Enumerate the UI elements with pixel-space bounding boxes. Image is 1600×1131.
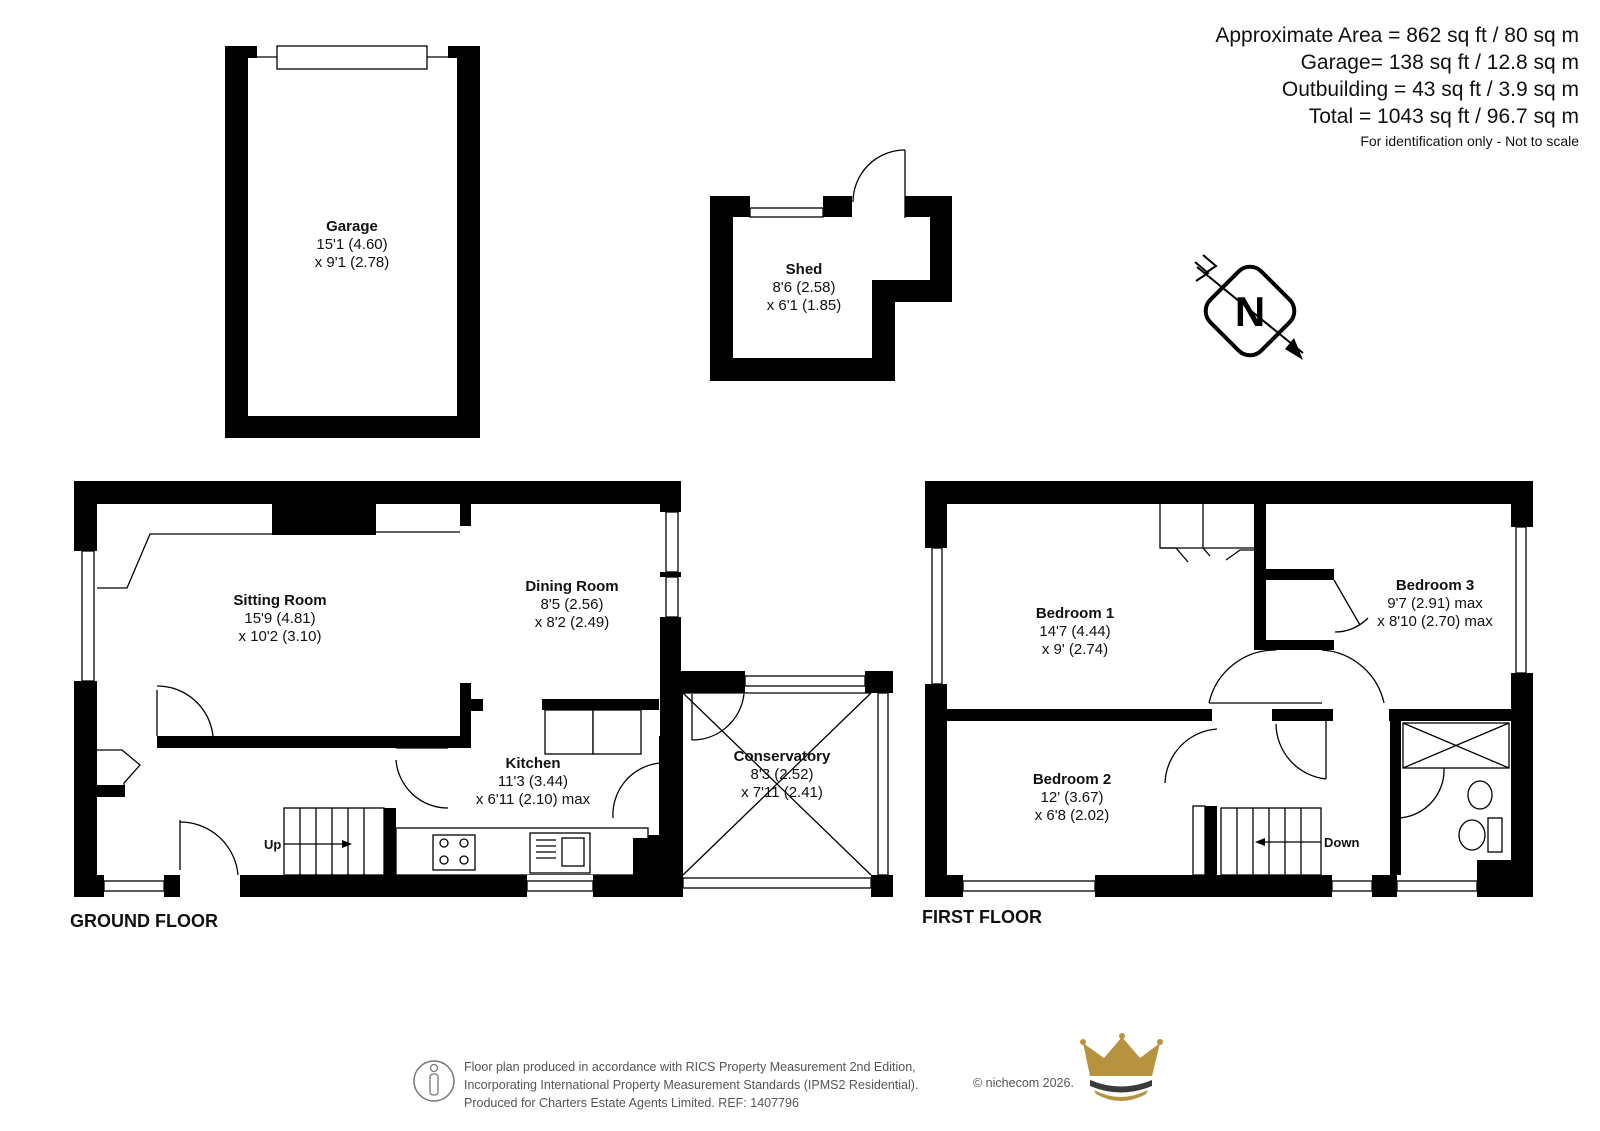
footer-line-1: Floor plan produced in accordance with R…: [464, 1060, 916, 1074]
room-label-kitchen: Kitchen 11'3 (3.44) x 6'11 (2.10) max: [476, 755, 591, 808]
crown-logo-icon: [1080, 1033, 1163, 1101]
room-label-conservatory: Conservatory 8'3 (2.52) x 7'11 (2.41): [734, 748, 831, 801]
bedroom-3-dim2: x 8'10 (2.70) max: [1377, 613, 1493, 630]
bedroom-2-dim1: 12' (3.67): [1041, 789, 1104, 806]
compass-letter: N: [1235, 288, 1265, 335]
bedroom-3-area: [1266, 504, 1511, 709]
bedroom-2-area: [947, 721, 1217, 875]
sitting-room-dim1: 15'9 (4.81): [244, 610, 315, 627]
stairs-up-label: Up: [264, 837, 281, 852]
ground-floor-label: GROUND FLOOR: [70, 911, 218, 931]
shed-dim1: 8'6 (2.58): [773, 279, 836, 296]
ground-stairs: [283, 807, 396, 876]
area-summary: Approximate Area = 862 sq ft / 80 sq m G…: [1215, 22, 1579, 152]
conservatory-dim2: x 7'11 (2.41): [741, 784, 823, 801]
ground-floor-plan: [74, 481, 893, 897]
shed-name: Shed: [786, 261, 823, 278]
footer-text: Floor plan produced in accordance with R…: [464, 1058, 918, 1112]
approximate-area: Approximate Area = 862 sq ft / 80 sq m: [1215, 24, 1579, 47]
first-floor-label: FIRST FLOOR: [922, 907, 1042, 927]
footer-line-2: Incorporating International Property Mea…: [464, 1078, 919, 1092]
person-measure-icon: [413, 1060, 455, 1102]
footer-line-3: Produced for Charters Estate Agents Limi…: [464, 1096, 799, 1110]
north-compass-icon: N: [1194, 254, 1304, 360]
sitting-room-name: Sitting Room: [233, 592, 326, 609]
bedroom-3-name: Bedroom 3: [1396, 577, 1474, 594]
garage-dim1: 15'1 (4.60): [316, 236, 387, 253]
hall: [97, 736, 396, 875]
first-floor-plan: [925, 481, 1533, 897]
garage-dim2: x 9'1 (2.78): [315, 254, 390, 271]
landing-area: [1217, 721, 1390, 875]
shed: [710, 149, 952, 381]
dining-room-dim2: x 8'2 (2.49): [535, 614, 610, 631]
total-area: Total = 1043 sq ft / 96.7 sq m: [1308, 105, 1579, 128]
room-label-bedroom-2: Bedroom 2 12' (3.67) x 6'8 (2.02): [1033, 771, 1111, 824]
kitchen-dim2: x 6'11 (2.10) max: [476, 791, 591, 808]
garage-area: Garage= 138 sq ft / 12.8 sq m: [1300, 51, 1579, 74]
room-label-sitting-room: Sitting Room 15'9 (4.81) x 10'2 (3.10): [233, 592, 326, 645]
stairs-down-label: Down: [1324, 835, 1359, 850]
garage: [225, 45, 480, 438]
first-stairs: [1220, 807, 1322, 876]
bedroom-2-dim2: x 6'8 (2.02): [1035, 807, 1110, 824]
conservatory-name: Conservatory: [734, 748, 831, 765]
bedroom-2-name: Bedroom 2: [1033, 771, 1111, 788]
room-label-garage: Garage 15'1 (4.60) x 9'1 (2.78): [315, 218, 390, 271]
outbuilding-area: Outbuilding = 43 sq ft / 3.9 sq m: [1281, 78, 1579, 101]
scale-note: For identification only - Not to scale: [1360, 133, 1579, 149]
room-label-dining-room: Dining Room 8'5 (2.56) x 8'2 (2.49): [525, 578, 618, 631]
conservatory-dim1: 8'3 (2.52): [751, 766, 814, 783]
bedroom-1-dim1: 14'7 (4.44): [1039, 623, 1110, 640]
room-label-bedroom-3: Bedroom 3 9'7 (2.91) max x 8'10 (2.70) m…: [1377, 577, 1493, 630]
shed-dim2: x 6'1 (1.85): [767, 297, 842, 314]
bedroom-1-dim2: x 9' (2.74): [1042, 641, 1108, 658]
copyright: © nichecom 2026.: [973, 1076, 1074, 1090]
room-label-shed: Shed 8'6 (2.58) x 6'1 (1.85): [767, 261, 842, 314]
bedroom-1-name: Bedroom 1: [1036, 605, 1114, 622]
kitchen-name: Kitchen: [505, 755, 560, 772]
garage-name: Garage: [326, 218, 378, 235]
kitchen-dim1: 11'3 (3.44): [498, 773, 568, 790]
sitting-room-dim2: x 10'2 (3.10): [239, 628, 322, 645]
bedroom-3-dim1: 9'7 (2.91) max: [1387, 595, 1483, 612]
room-label-bedroom-1: Bedroom 1 14'7 (4.44) x 9' (2.74): [1036, 605, 1114, 658]
dining-room-dim1: 8'5 (2.56): [541, 596, 604, 613]
dining-room-name: Dining Room: [525, 578, 618, 595]
